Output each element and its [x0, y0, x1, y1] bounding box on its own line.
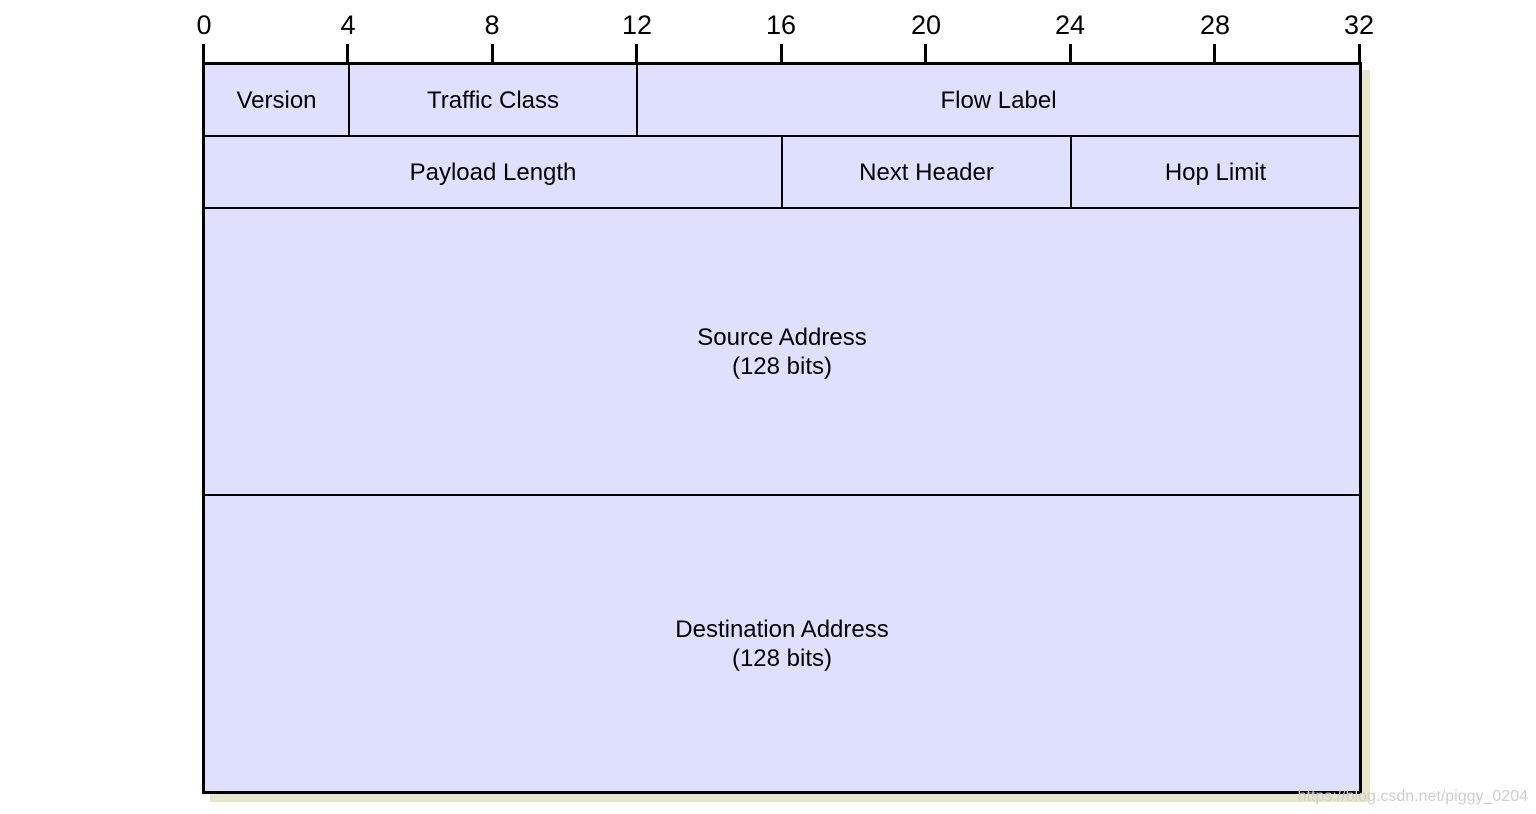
field-hop-limit-label: Hop Limit — [1164, 158, 1267, 186]
field-payload-length: Payload Length — [205, 137, 781, 207]
col-divider-version — [348, 65, 350, 135]
ruler-tick-4 — [346, 44, 349, 64]
ruler-label-12: 12 — [621, 10, 653, 40]
field-flow-label: Flow Label — [638, 65, 1359, 135]
field-version: Version — [205, 65, 348, 135]
field-version-label: Version — [236, 86, 317, 114]
field-flow-label-label: Flow Label — [940, 86, 1057, 114]
ipv6-header-box: Version Traffic Class Flow Label Payload… — [202, 62, 1362, 794]
ruler-tick-0 — [202, 44, 205, 64]
row-divider-3 — [205, 494, 1359, 496]
ruler-label-32: 32 — [1343, 10, 1375, 40]
ruler-label-24: 24 — [1054, 10, 1086, 40]
ruler-tick-32 — [1358, 44, 1361, 64]
col-divider-next-header — [1070, 136, 1072, 208]
field-source-address-bits: (128 bits) — [731, 352, 833, 380]
ruler-tick-12 — [635, 44, 638, 64]
field-destination-address: Destination Address (128 bits) — [205, 496, 1359, 791]
ruler-label-4: 4 — [340, 10, 356, 40]
field-destination-address-bits: (128 bits) — [731, 644, 833, 672]
col-divider-traffic-class — [636, 65, 638, 135]
field-payload-length-label: Payload Length — [409, 158, 577, 186]
field-next-header: Next Header — [783, 137, 1070, 207]
ruler-tick-16 — [780, 44, 783, 64]
ruler-tick-28 — [1213, 44, 1216, 64]
field-destination-address-label: Destination Address — [675, 615, 889, 643]
ruler-label-0: 0 — [196, 10, 212, 40]
field-traffic-class-label: Traffic Class — [426, 86, 560, 114]
ruler-tick-20 — [924, 44, 927, 64]
field-traffic-class: Traffic Class — [350, 65, 636, 135]
row-divider-2 — [205, 207, 1359, 209]
ruler-label-16: 16 — [765, 10, 797, 40]
watermark: https://blog.csdn.net/piggy_0204 — [1297, 788, 1528, 805]
field-next-header-label: Next Header — [859, 158, 994, 186]
ruler-label-20: 20 — [910, 10, 942, 40]
ruler-label-28: 28 — [1199, 10, 1231, 40]
ruler-tick-24 — [1069, 44, 1072, 64]
ruler-tick-8 — [491, 44, 494, 64]
field-source-address-label: Source Address — [697, 323, 867, 351]
col-divider-payload-length — [781, 136, 783, 208]
field-source-address: Source Address (128 bits) — [205, 209, 1359, 494]
ruler-label-8: 8 — [484, 10, 500, 40]
field-hop-limit: Hop Limit — [1072, 137, 1359, 207]
